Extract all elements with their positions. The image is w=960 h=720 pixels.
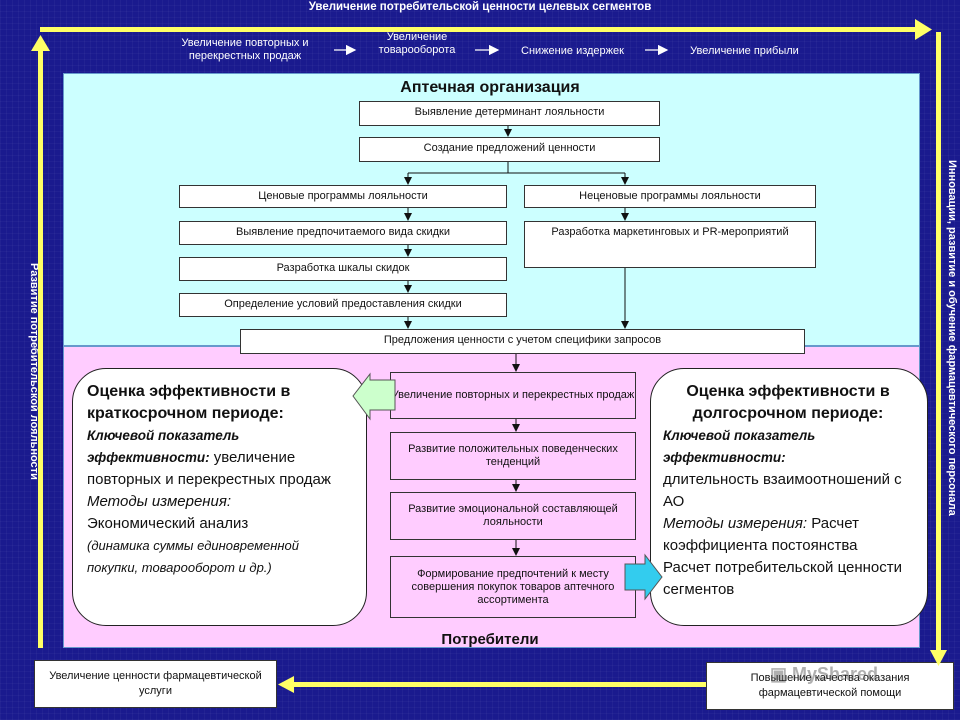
discount-terms-box: Определение условий предоставления скидк… bbox=[179, 293, 507, 317]
step-place-preferences: Формирование предпочтений к месту соверш… bbox=[390, 556, 636, 618]
long-term-methods-value-2: Расчет потребительской ценности сегменто… bbox=[663, 559, 903, 598]
long-term-kpi-value: длительность взаимоотношений с АО bbox=[663, 471, 902, 510]
frame-arrow-up bbox=[31, 35, 50, 51]
value-offers-creation-box: Создание предложений ценности bbox=[359, 137, 660, 162]
step-repeat-sales: Увеличение повторных и перекрестных прод… bbox=[390, 372, 636, 419]
short-term-methods-label: Методы измерения: bbox=[87, 493, 232, 510]
long-term-evaluation: Оценка эффективности в долгосрочном пери… bbox=[650, 368, 928, 626]
short-term-kpi-value: увеличение повторных и перекрестных прод… bbox=[87, 449, 331, 488]
long-term-methods-value: Расчет коэффициента постоянства bbox=[663, 515, 859, 554]
loyalty-determinants-box: Выявление детерминант лояльности bbox=[359, 101, 660, 126]
discount-type-box: Выявление предпочитаемого вида скидки bbox=[179, 221, 507, 245]
frame-arrow-down bbox=[930, 650, 947, 666]
short-term-title: Оценка эффективности в краткосрочном пер… bbox=[87, 383, 291, 422]
diagram-title: Увеличение потребительской ценности целе… bbox=[308, 1, 652, 13]
chain-step-4: Увеличение прибыли bbox=[690, 45, 799, 57]
chain-step-2: Увеличение товарооборота bbox=[378, 31, 456, 56]
short-term-note: (динамика суммы единовременной покупки, … bbox=[87, 538, 299, 575]
marketing-pr-box: Разработка маркетинговых и PR-мероприяти… bbox=[524, 221, 816, 268]
long-term-methods-label: Методы измерения: bbox=[663, 515, 808, 532]
block-arrow-left bbox=[352, 372, 396, 421]
consumers-zone-title: Потребители bbox=[441, 631, 539, 648]
pharmacy-zone-title: Аптечная организация bbox=[400, 79, 580, 96]
step-behavior-trends: Развитие положительных поведенческих тен… bbox=[390, 432, 636, 480]
chain-step-3: Снижение издержек bbox=[521, 45, 624, 57]
long-term-kpi-label: Ключевой показатель эффективности: bbox=[663, 428, 816, 465]
short-term-evaluation: Оценка эффективности в краткосрочном пер… bbox=[72, 368, 367, 626]
footer-left-box: Увеличение ценности фармацевтической усл… bbox=[34, 660, 277, 708]
block-arrow-right bbox=[624, 553, 663, 601]
frame-arrow-left bbox=[278, 676, 294, 693]
chain-step-1: Увеличение повторных и перекрестных прод… bbox=[181, 37, 309, 62]
long-term-title: Оценка эффективности в долгосрочном пери… bbox=[686, 383, 890, 422]
frame-arrows bbox=[31, 19, 947, 693]
nonprice-programs-box: Неценовые программы лояльности bbox=[524, 185, 816, 208]
discount-scale-box: Разработка шкалы скидок bbox=[179, 257, 507, 281]
watermark-logo: ▣ MyShared bbox=[770, 664, 879, 684]
short-term-kpi-label: Ключевой показатель эффективности: bbox=[87, 428, 240, 465]
price-programs-box: Ценовые программы лояльности bbox=[179, 185, 507, 208]
frame-arrow-right bbox=[915, 19, 932, 40]
value-offers-box: Предложения ценности с учетом специфики … bbox=[240, 329, 805, 354]
step-emotional-loyalty: Развитие эмоциональной составляющей лоял… bbox=[390, 492, 636, 540]
footer-right-box: Повышение качества оказания фармацевтиче… bbox=[706, 662, 954, 710]
short-term-methods-value: Экономический анализ bbox=[87, 515, 249, 532]
